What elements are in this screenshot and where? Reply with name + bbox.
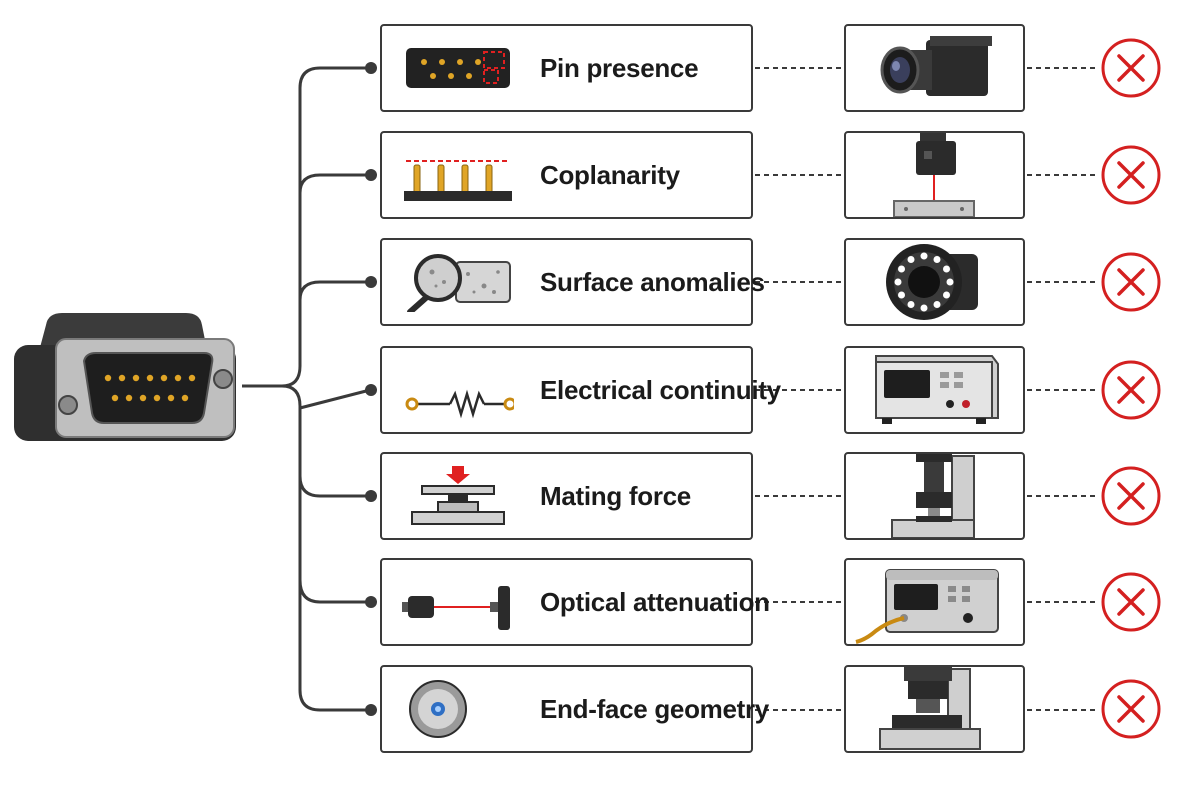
- test-card-mating-force: Mating force: [380, 452, 753, 540]
- test-card-electrical-continuity: Electrical continuity: [380, 346, 781, 434]
- multimeter-instrument-icon: [875, 355, 999, 424]
- fail-x-icon: [1101, 38, 1161, 98]
- fail-x-icon: [1101, 360, 1161, 420]
- equipment-card-electrical-continuity: [844, 346, 1025, 434]
- resistor-circuit-icon: [405, 389, 514, 419]
- equipment-card-pin-presence: [844, 24, 1025, 112]
- equipment-card-end-face-geometry: [844, 665, 1025, 753]
- pin-header-icon: [406, 48, 510, 88]
- test-card-coplanarity: Coplanarity: [380, 131, 753, 219]
- trunk-line: [242, 66, 370, 388]
- fail-x-icon: [1101, 252, 1161, 312]
- d-sub-connector-icon: [14, 313, 236, 441]
- fail-x-icon: [1101, 145, 1161, 205]
- laser-height-sensor-icon: [893, 133, 975, 217]
- test-label-coplanarity: Coplanarity: [540, 160, 680, 190]
- fail-x-icon: [1101, 679, 1161, 739]
- magnifier-surface-icon: [407, 254, 511, 312]
- test-card-pin-presence: Pin presence: [380, 24, 753, 112]
- optical-power-meter-icon: [855, 569, 999, 644]
- test-card-surface-anomalies: Surface anomalies: [380, 238, 765, 326]
- equipment-card-mating-force: [844, 452, 1025, 540]
- test-label-optical-attenuation: Optical attenuation: [540, 587, 770, 617]
- test-label-electrical-continuity: Electrical continuity: [540, 375, 781, 405]
- optical-fiber-link-icon: [402, 586, 510, 630]
- equipment-card-coplanarity: [844, 131, 1025, 219]
- fail-x-icon: [1101, 466, 1161, 526]
- fiber-end-face-icon: [409, 680, 467, 738]
- equipment-card-surface-anomalies: [844, 238, 1025, 326]
- interferometer-icon: [879, 667, 981, 750]
- test-label-surface-anomalies: Surface anomalies: [540, 267, 765, 297]
- force-test-stand-icon: [891, 454, 975, 538]
- machine-vision-camera-icon: [880, 36, 992, 96]
- pin-coplanarity-icon: [404, 160, 512, 201]
- press-force-icon: [411, 466, 505, 525]
- test-label-end-face-geometry: End-face geometry: [540, 694, 769, 724]
- test-card-optical-attenuation: Optical attenuation: [380, 558, 770, 646]
- test-label-pin-presence: Pin presence: [540, 53, 699, 83]
- test-label-mating-force: Mating force: [540, 481, 691, 511]
- equipment-card-optical-attenuation: [844, 558, 1025, 646]
- fail-x-icon: [1101, 572, 1161, 632]
- test-card-end-face-geometry: End-face geometry: [380, 665, 769, 753]
- ring-light-icon: [886, 244, 978, 320]
